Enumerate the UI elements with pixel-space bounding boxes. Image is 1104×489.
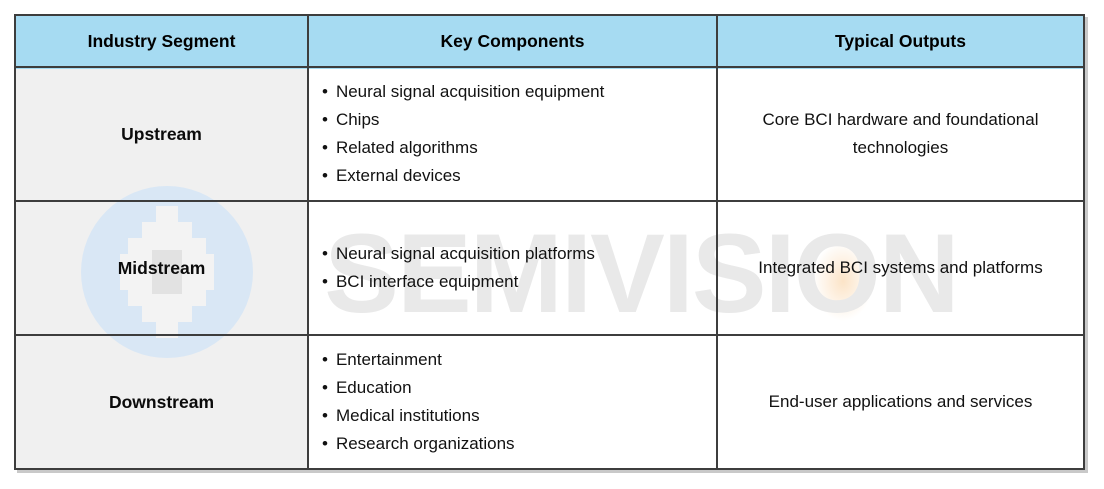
outputs-cell-upstream: Core BCI hardware and foundational techn… <box>762 110 1039 157</box>
industry-chain-table: SEMIVISION Industry Segment Key Componen… <box>14 14 1085 470</box>
list-item-label: Education <box>335 378 412 397</box>
list-item: Neural signal acquisition equipment <box>322 78 604 106</box>
list-item-label: Medical institutions <box>335 406 480 425</box>
components-cell-upstream: Neural signal acquisition equipment Chip… <box>309 68 718 202</box>
outputs-cell-downstream: End-user applications and services <box>768 392 1033 411</box>
list-item-label: Neural signal acquisition equipment <box>335 82 605 101</box>
components-cell-downstream: Entertainment Education Medical institut… <box>309 336 718 468</box>
header-row-background <box>16 16 1083 69</box>
segment-cell-downstream: Downstream <box>16 336 309 468</box>
list-item: Research organizations <box>322 430 515 458</box>
list-item: Education <box>322 374 412 402</box>
segment-cell-upstream: Upstream <box>16 68 309 202</box>
column-header-industry-segment: Industry Segment <box>16 16 309 68</box>
list-item-label: BCI interface equipment <box>335 272 519 291</box>
outputs-cell-midstream: Integrated BCI systems and platforms <box>758 258 1043 277</box>
list-item-label: Entertainment <box>335 350 442 369</box>
table-grid: Industry Segment Key Components Typical … <box>16 16 1083 468</box>
list-item-label: Research organizations <box>335 434 515 453</box>
list-item-label: Related algorithms <box>335 138 478 157</box>
list-item: Entertainment <box>322 346 442 374</box>
components-cell-midstream: Neural signal acquisition platforms BCI … <box>309 202 718 336</box>
list-item-label: External devices <box>335 166 461 185</box>
column-header-key-components: Key Components <box>309 16 718 68</box>
list-item: Neural signal acquisition platforms <box>322 240 595 268</box>
list-item: Medical institutions <box>322 402 480 430</box>
segment-cell-midstream: Midstream <box>16 202 309 336</box>
list-item-label: Chips <box>335 110 380 129</box>
list-item: BCI interface equipment <box>322 268 518 296</box>
list-item: External devices <box>322 162 461 190</box>
list-item-label: Neural signal acquisition platforms <box>335 244 595 263</box>
column-header-typical-outputs: Typical Outputs <box>718 16 1083 68</box>
list-item: Related algorithms <box>322 134 478 162</box>
list-item: Chips <box>322 106 379 134</box>
